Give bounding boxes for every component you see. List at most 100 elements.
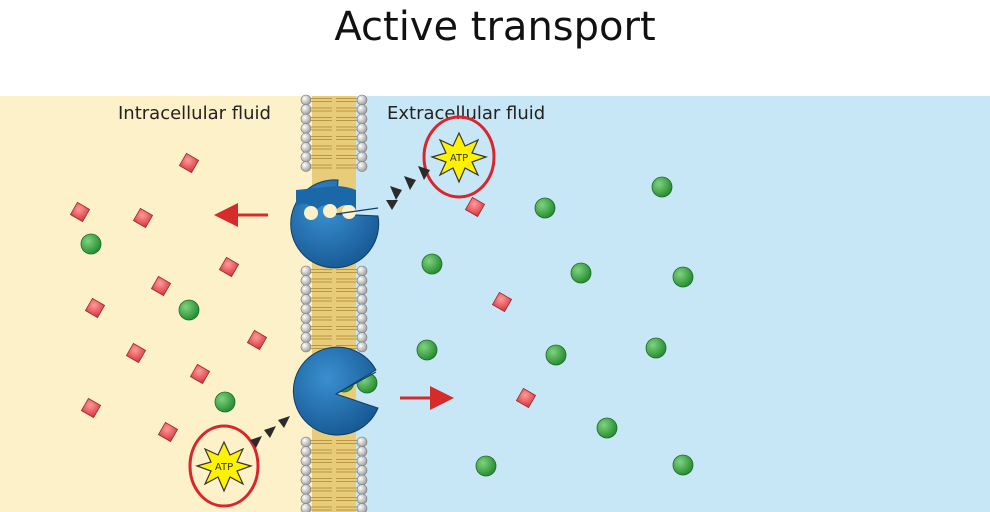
lipid-head bbox=[300, 332, 312, 343]
lipid-head bbox=[300, 493, 312, 505]
binding-site-slot bbox=[304, 206, 318, 220]
atp-ring bbox=[422, 115, 496, 199]
lipid-head bbox=[356, 123, 368, 134]
lipid-tail bbox=[336, 107, 357, 112]
sodium-ion bbox=[189, 363, 211, 385]
lipid-head bbox=[300, 341, 312, 353]
potassium-ion bbox=[672, 454, 694, 476]
lipid-tail bbox=[336, 316, 357, 321]
lipid-tail bbox=[311, 478, 332, 482]
lipid-head bbox=[356, 265, 368, 277]
sodium-ion bbox=[69, 201, 91, 223]
lipid-tail bbox=[336, 98, 357, 102]
sodium-ion bbox=[178, 152, 200, 174]
extracellular-fluid-label: Extracellular fluid bbox=[387, 103, 545, 124]
extracellular-region bbox=[330, 96, 990, 512]
lipid-tail bbox=[336, 506, 357, 511]
lipid-head bbox=[356, 303, 368, 315]
potassium-ion bbox=[672, 266, 694, 288]
lipid-head bbox=[300, 142, 312, 153]
atp-label: ATP bbox=[450, 153, 468, 164]
lipid-tail bbox=[336, 145, 357, 150]
lipid-tail bbox=[336, 440, 357, 444]
lipid-head bbox=[356, 341, 368, 353]
lipid-tail bbox=[311, 506, 332, 511]
pump-seam-line bbox=[335, 371, 377, 395]
lipid-tail bbox=[311, 316, 332, 321]
lipid-tail bbox=[336, 164, 357, 169]
lipid-head bbox=[300, 455, 312, 467]
potassium-ion bbox=[545, 344, 567, 366]
lipid-tail bbox=[336, 478, 357, 482]
potassium-ion bbox=[534, 197, 556, 219]
lipid-head bbox=[356, 294, 368, 305]
lipid-tail bbox=[336, 126, 357, 131]
lipid-tail bbox=[336, 487, 357, 492]
potassium-pump bbox=[292, 346, 379, 436]
sodium-ion bbox=[491, 291, 513, 313]
lipid-head bbox=[356, 322, 368, 334]
lipid-tail bbox=[336, 449, 357, 454]
lipid-head bbox=[300, 284, 312, 296]
lipid-head bbox=[300, 94, 312, 106]
lipid-tail bbox=[311, 307, 332, 311]
lipid-head bbox=[300, 484, 312, 495]
potassium-ion bbox=[651, 176, 673, 198]
atp-molecule-bottom: ATP bbox=[188, 424, 260, 508]
lipid-head bbox=[356, 446, 368, 457]
sodium-ion bbox=[157, 421, 179, 443]
lipid-tail bbox=[311, 269, 332, 273]
energy-chevron-arrows-icon bbox=[386, 166, 430, 210]
lipid-head bbox=[300, 322, 312, 334]
lipid-head bbox=[300, 465, 312, 476]
lipid-head bbox=[356, 142, 368, 153]
lipid-tail bbox=[311, 278, 332, 283]
sodium-ion bbox=[125, 342, 147, 364]
sodium-ion bbox=[246, 329, 268, 351]
atp-ring bbox=[188, 424, 260, 508]
lipid-head bbox=[356, 132, 368, 144]
lipid-head bbox=[300, 265, 312, 277]
lipid-head bbox=[300, 275, 312, 286]
lipid-head bbox=[300, 436, 312, 448]
lipid-head bbox=[300, 474, 312, 486]
lipid-tail bbox=[311, 459, 332, 463]
lipid-head bbox=[356, 313, 368, 324]
lipid-tail bbox=[336, 326, 357, 330]
intracellular-region bbox=[0, 96, 330, 512]
lipid-head bbox=[300, 151, 312, 163]
lipid-head bbox=[356, 104, 368, 115]
lipid-head bbox=[300, 161, 312, 172]
lipid-head bbox=[356, 455, 368, 467]
ions-layer bbox=[69, 152, 694, 477]
lipid-head bbox=[300, 446, 312, 457]
lipid-tail bbox=[336, 335, 357, 340]
lipid-head bbox=[300, 313, 312, 324]
binding-site-slot bbox=[323, 204, 337, 218]
sodium-ion bbox=[84, 297, 106, 319]
lipid-head bbox=[356, 436, 368, 448]
potassium-ion bbox=[596, 417, 618, 439]
lipid-head bbox=[356, 161, 368, 172]
lipid-tail bbox=[336, 155, 357, 159]
lipid-head bbox=[356, 503, 368, 512]
lipid-tail bbox=[311, 107, 332, 112]
atp-label: ATP bbox=[215, 462, 233, 473]
lipid-tail bbox=[311, 487, 332, 492]
lipid-head bbox=[356, 493, 368, 505]
lipid-tail bbox=[311, 335, 332, 340]
atp-molecule-top: ATP bbox=[422, 115, 496, 199]
lipid-tail bbox=[336, 459, 357, 463]
lipid-tail bbox=[311, 449, 332, 454]
lipid-tail bbox=[311, 468, 332, 473]
lipid-tail bbox=[336, 269, 357, 273]
lipid-tail bbox=[311, 98, 332, 102]
lipid-tail bbox=[336, 497, 357, 501]
sodium-ion bbox=[464, 196, 486, 218]
lipid-tail bbox=[336, 136, 357, 140]
page-title: Active transport bbox=[334, 4, 656, 50]
lipid-head bbox=[356, 151, 368, 163]
lipid-tail bbox=[311, 117, 332, 121]
